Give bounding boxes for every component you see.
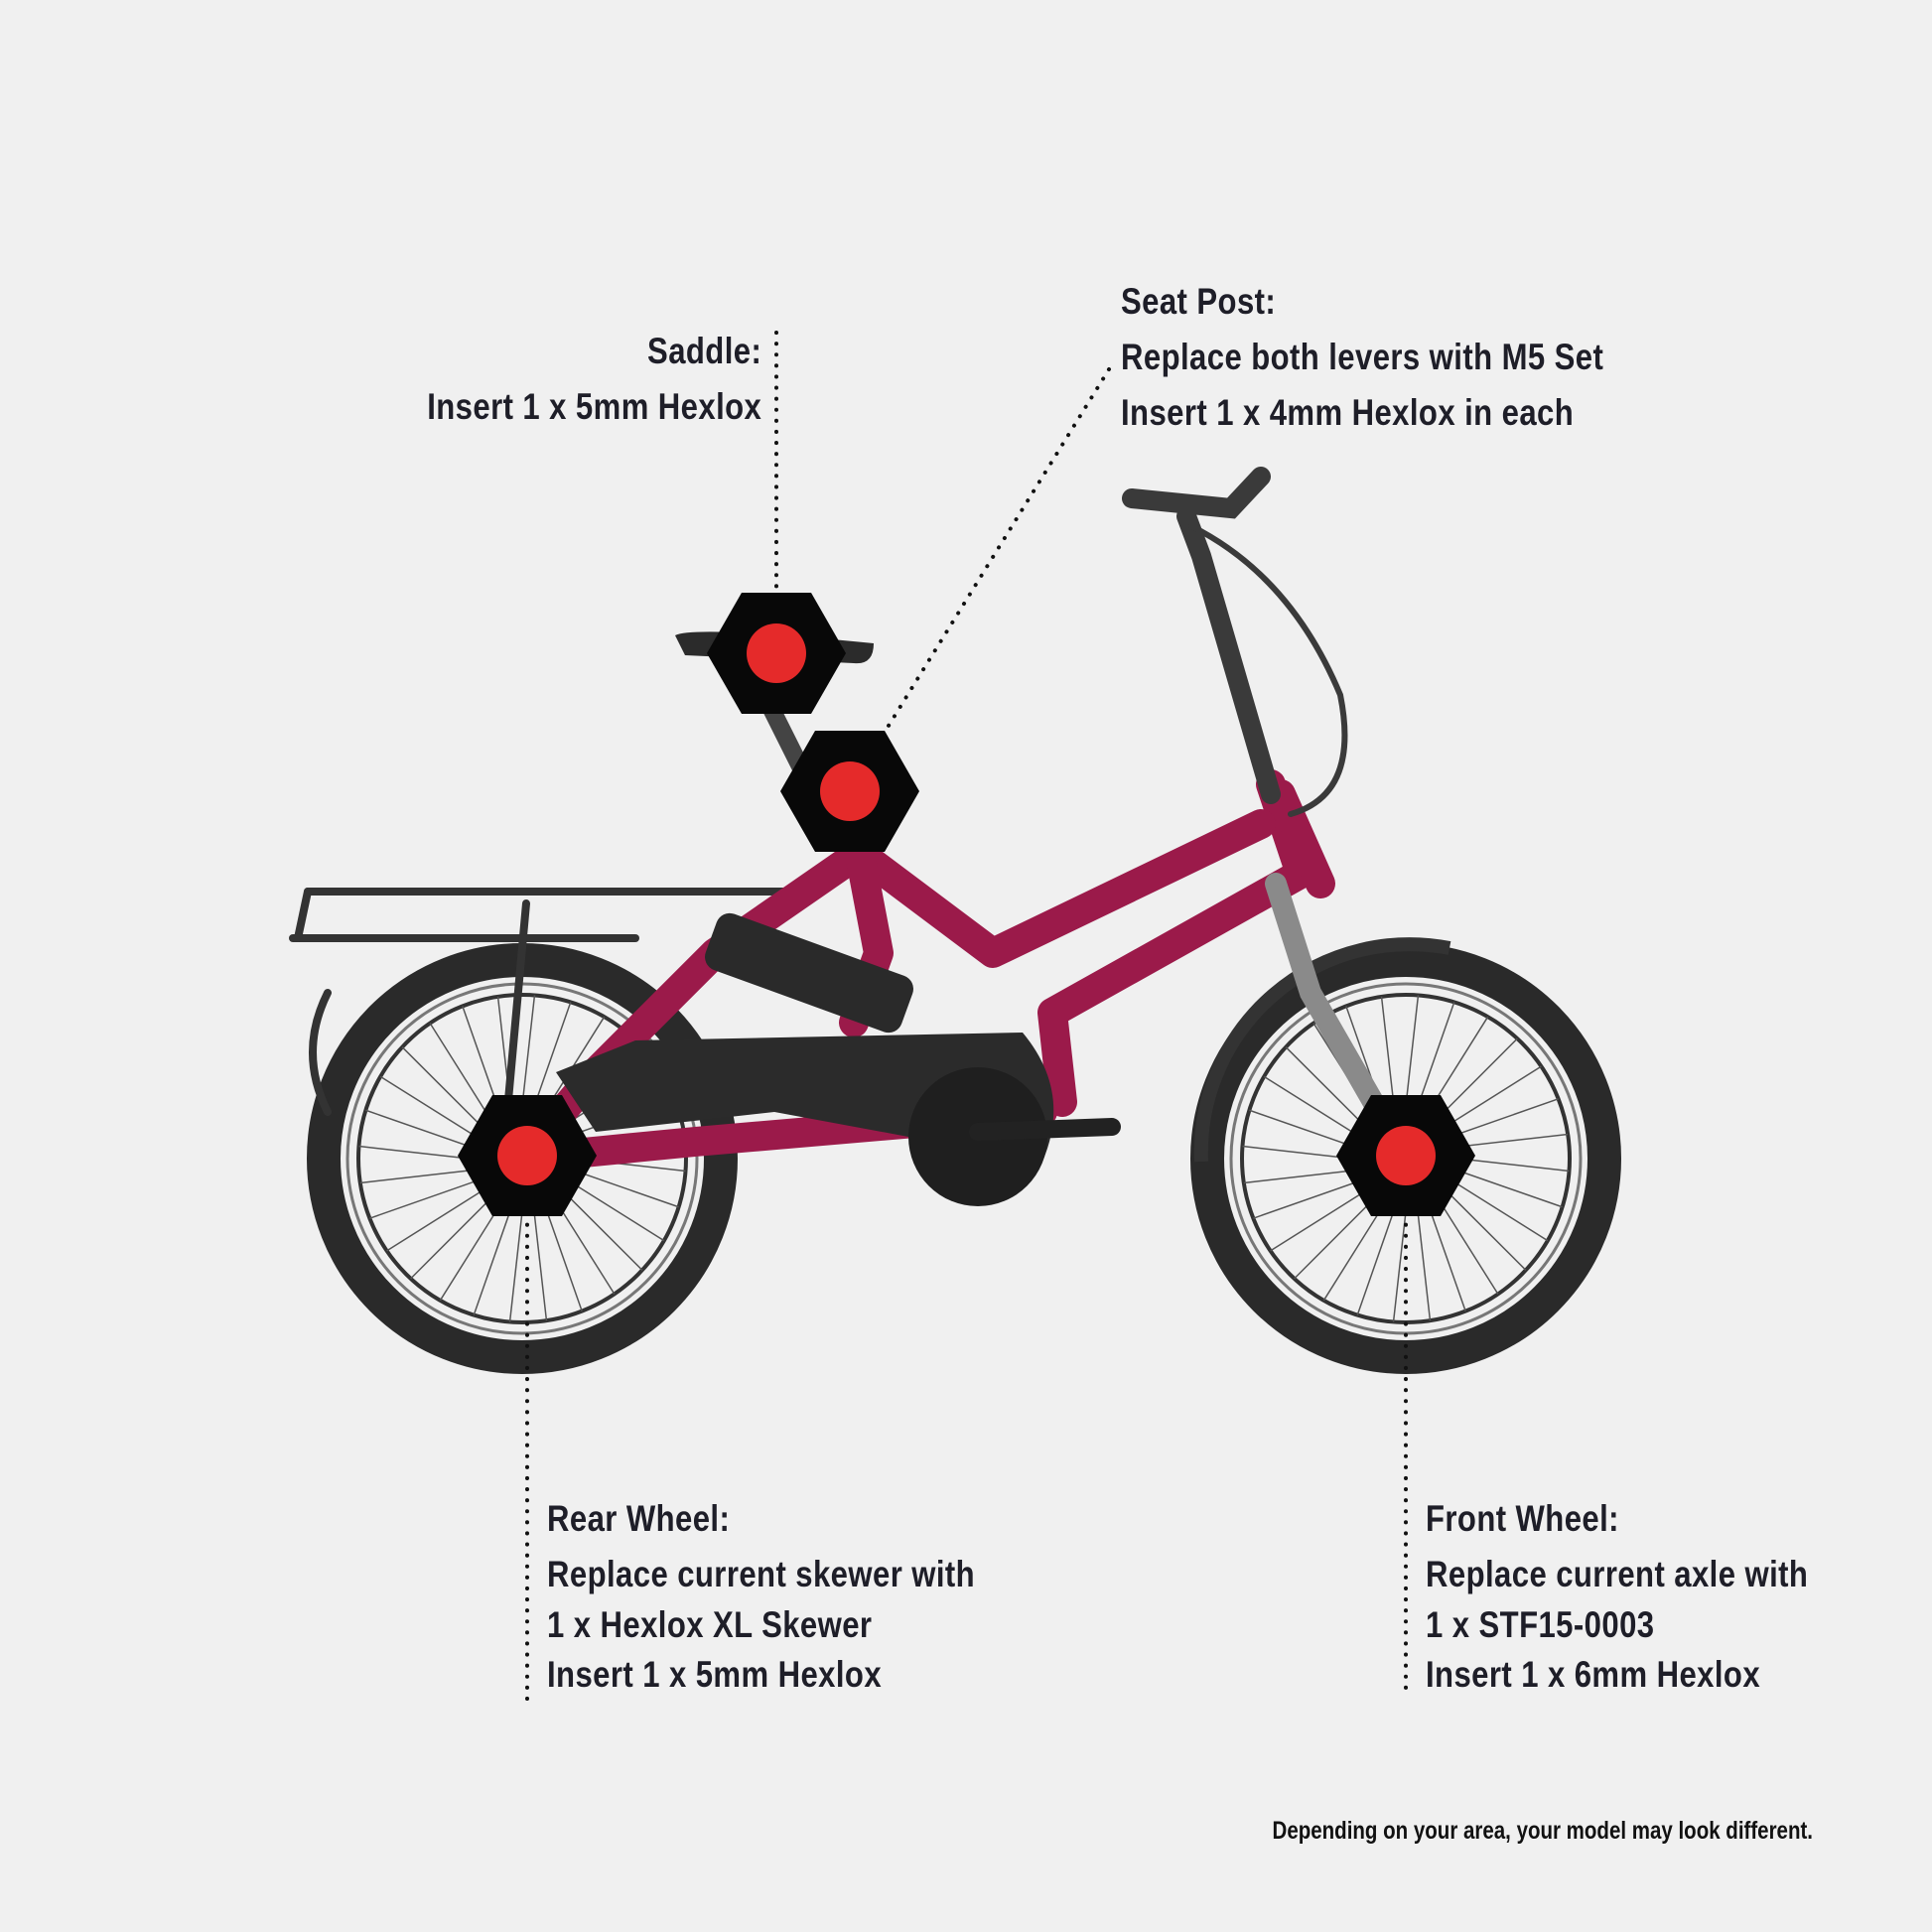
seat-post-leader-line [848, 367, 1111, 790]
saddle-line: Insert 1 x 5mm Hexlox [426, 386, 761, 427]
seat-post-line: Insert 1 x 4mm Hexlox in each [1121, 392, 1575, 433]
seat-post-title: Seat Post: [1121, 281, 1277, 322]
handlebar-stem [1122, 467, 1348, 817]
crank [969, 1118, 1121, 1141]
seat-post-hexlox-marker [780, 731, 919, 852]
front-wheel-hexlox-marker [1336, 1095, 1475, 1216]
saddle-title: Saddle: [646, 331, 761, 371]
rear-wheel-line: Insert 1 x 5mm Hexlox [547, 1654, 883, 1695]
rear-rack [289, 888, 788, 1126]
front-fender [1193, 937, 1451, 1163]
front-wheel-callout: Front Wheel: Replace current axle with 1… [1426, 1491, 1808, 1703]
front-wheel-title: Front Wheel: [1426, 1498, 1619, 1539]
front-wheel-line: Insert 1 x 6mm Hexlox [1426, 1654, 1761, 1695]
marker-dot-icon [820, 761, 880, 821]
front-wheel-line: Replace current axle with [1426, 1554, 1809, 1594]
rear-wheel-callout: Rear Wheel: Replace current skewer with … [547, 1491, 975, 1703]
rear-wheel-title: Rear Wheel: [547, 1498, 731, 1539]
front-wheel-line: 1 x STF15-0003 [1426, 1604, 1655, 1645]
battery [705, 912, 913, 1034]
saddle-hexlox-marker [707, 593, 846, 714]
marker-dot-icon [497, 1126, 557, 1185]
disclaimer-note: Depending on your area, your model may l… [1272, 1817, 1813, 1845]
rear-wheel-hexlox-marker [458, 1095, 597, 1216]
seat-post-callout: Seat Post: Replace both levers with M5 S… [1121, 274, 1603, 441]
saddle-callout: Saddle: Insert 1 x 5mm Hexlox [427, 324, 761, 435]
marker-dot-icon [747, 623, 806, 683]
seat-post-line: Replace both levers with M5 Set [1121, 337, 1604, 377]
rear-wheel-line: Replace current skewer with [547, 1554, 976, 1594]
rear-wheel-line: 1 x Hexlox XL Skewer [547, 1604, 873, 1645]
marker-dot-icon [1376, 1126, 1436, 1185]
